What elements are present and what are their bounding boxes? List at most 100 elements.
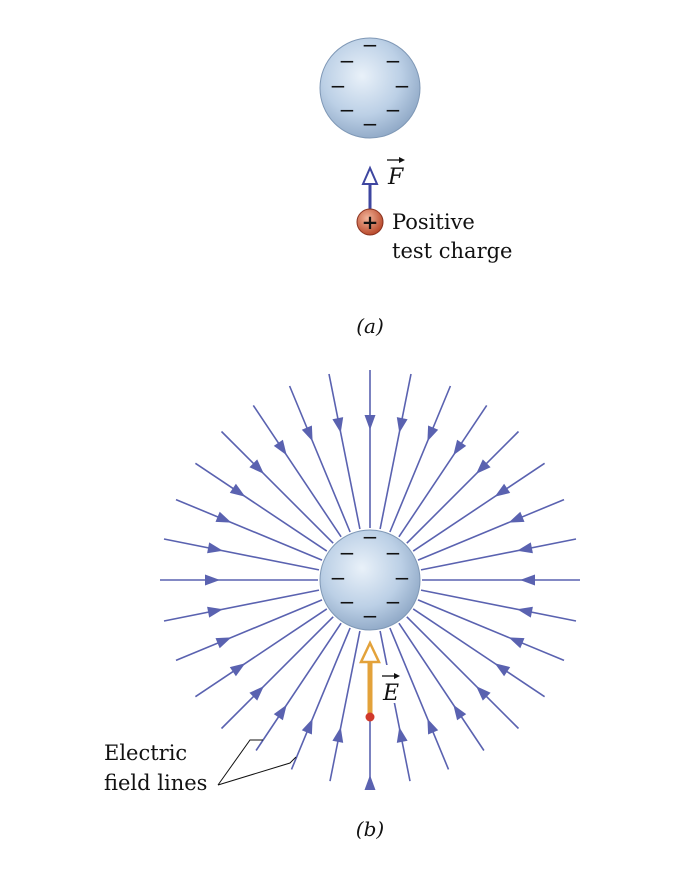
field-line	[288, 385, 351, 533]
field-line	[290, 627, 351, 770]
field-lines-label-line1: Electric	[104, 741, 187, 765]
minus-sign: −	[330, 566, 347, 590]
minus-sign: −	[362, 112, 379, 136]
field-line	[163, 589, 320, 622]
field-line-arrowhead	[427, 718, 439, 735]
minus-sign: −	[385, 590, 402, 614]
field-line-arrowhead	[207, 542, 223, 554]
field-line-arrowhead	[517, 606, 533, 618]
field-line-arrowhead	[273, 439, 287, 456]
field-line-arrowhead	[215, 637, 232, 649]
field-line-arrowhead	[494, 483, 511, 497]
minus-sign: −	[362, 33, 379, 57]
field-line-arrowhead	[508, 511, 525, 523]
minus-sign: −	[330, 74, 347, 98]
minus-sign: −	[362, 525, 379, 549]
minus-sign: −	[339, 98, 356, 122]
field-line-arrowhead	[229, 483, 246, 497]
field-line	[420, 538, 577, 571]
field-vector-arrow	[359, 640, 381, 722]
field-line	[194, 462, 328, 552]
field-line-arrowhead	[229, 663, 246, 677]
minus-sign: −	[339, 49, 356, 73]
field-line	[412, 462, 546, 552]
field-line-arrowhead	[215, 511, 232, 523]
field-line	[163, 538, 320, 571]
field-line-arrowhead	[396, 727, 408, 743]
field-line-arrowhead	[427, 425, 439, 442]
minus-sign: −	[385, 49, 402, 73]
negative-sphere-b	[319, 529, 421, 631]
field-line	[328, 373, 361, 530]
test-charge-sign: +	[362, 210, 379, 234]
leader-line	[217, 756, 297, 786]
field-line-arrowhead	[273, 704, 287, 721]
minus-sign: −	[385, 541, 402, 565]
field-line	[379, 373, 412, 530]
field-line	[412, 608, 546, 698]
minus-sign: −	[339, 590, 356, 614]
field-line	[220, 616, 334, 730]
field-line	[389, 627, 450, 770]
field-line	[406, 430, 520, 544]
field-lines	[160, 370, 580, 790]
field-line-arrowhead	[205, 574, 220, 586]
field-line-arrowhead	[364, 415, 376, 430]
sphere-charges-a: − − − − − − − −	[330, 33, 411, 136]
field-line-arrowhead	[332, 417, 344, 433]
field-line-arrowhead	[249, 686, 264, 701]
field-line	[398, 622, 485, 751]
field-line-arrowhead	[476, 686, 491, 701]
field-line	[389, 385, 452, 533]
field-line-arrowhead	[517, 542, 533, 554]
minus-sign: −	[385, 98, 402, 122]
field-line-arrowhead	[520, 574, 535, 586]
force-symbol: F	[387, 165, 404, 190]
field-line	[194, 608, 328, 698]
field-line-arrowhead	[301, 425, 313, 442]
field-line	[417, 498, 565, 561]
field-line-arrowhead	[207, 606, 223, 618]
sphere-charges-b: − − − − − − − −	[330, 525, 411, 628]
field-line	[255, 622, 342, 751]
panel-b: − − − − − − − − E Electric field lines (…	[104, 370, 580, 841]
field-line-arrowhead	[249, 459, 264, 474]
field-line-arrowhead	[301, 718, 313, 735]
test-charge-point	[365, 712, 375, 722]
minus-sign: −	[394, 566, 411, 590]
field-line	[252, 404, 342, 538]
field-line	[175, 498, 323, 561]
field-symbol-backdrop	[380, 665, 404, 703]
field-line	[417, 599, 565, 662]
minus-sign: −	[362, 604, 379, 628]
field-line-arrowhead	[494, 663, 511, 677]
minus-sign: −	[394, 74, 411, 98]
field-symbol: E	[382, 681, 399, 706]
field-lines-label-line2: field lines	[104, 771, 207, 795]
field-line-arrowhead	[508, 637, 525, 649]
field-line	[420, 589, 577, 622]
force-arrow	[361, 165, 379, 212]
test-charge-label-line1: Positive	[392, 210, 475, 234]
field-line	[406, 616, 520, 730]
force-vector-hat-icon	[387, 157, 405, 163]
field-line-arrowhead	[476, 459, 491, 474]
field-line-arrowhead	[332, 727, 344, 743]
field-vector-hat-icon	[382, 673, 400, 679]
field-line	[175, 599, 323, 662]
caption-a: (a)	[356, 314, 384, 338]
field-line	[329, 630, 361, 782]
field-line-arrowhead	[364, 775, 376, 790]
leader-line	[217, 739, 263, 786]
positive-test-charge	[356, 208, 384, 236]
panel-a: − − − − − − − − F + Positive test charge…	[319, 33, 512, 338]
field-line	[398, 404, 488, 538]
field-line	[379, 630, 411, 782]
negative-sphere-a	[319, 37, 421, 139]
test-charge-label-line2: test charge	[392, 239, 512, 263]
minus-sign: −	[339, 541, 356, 565]
field-line-arrowhead	[453, 439, 467, 456]
caption-b: (b)	[356, 817, 384, 841]
field-line-arrowhead	[453, 704, 467, 721]
